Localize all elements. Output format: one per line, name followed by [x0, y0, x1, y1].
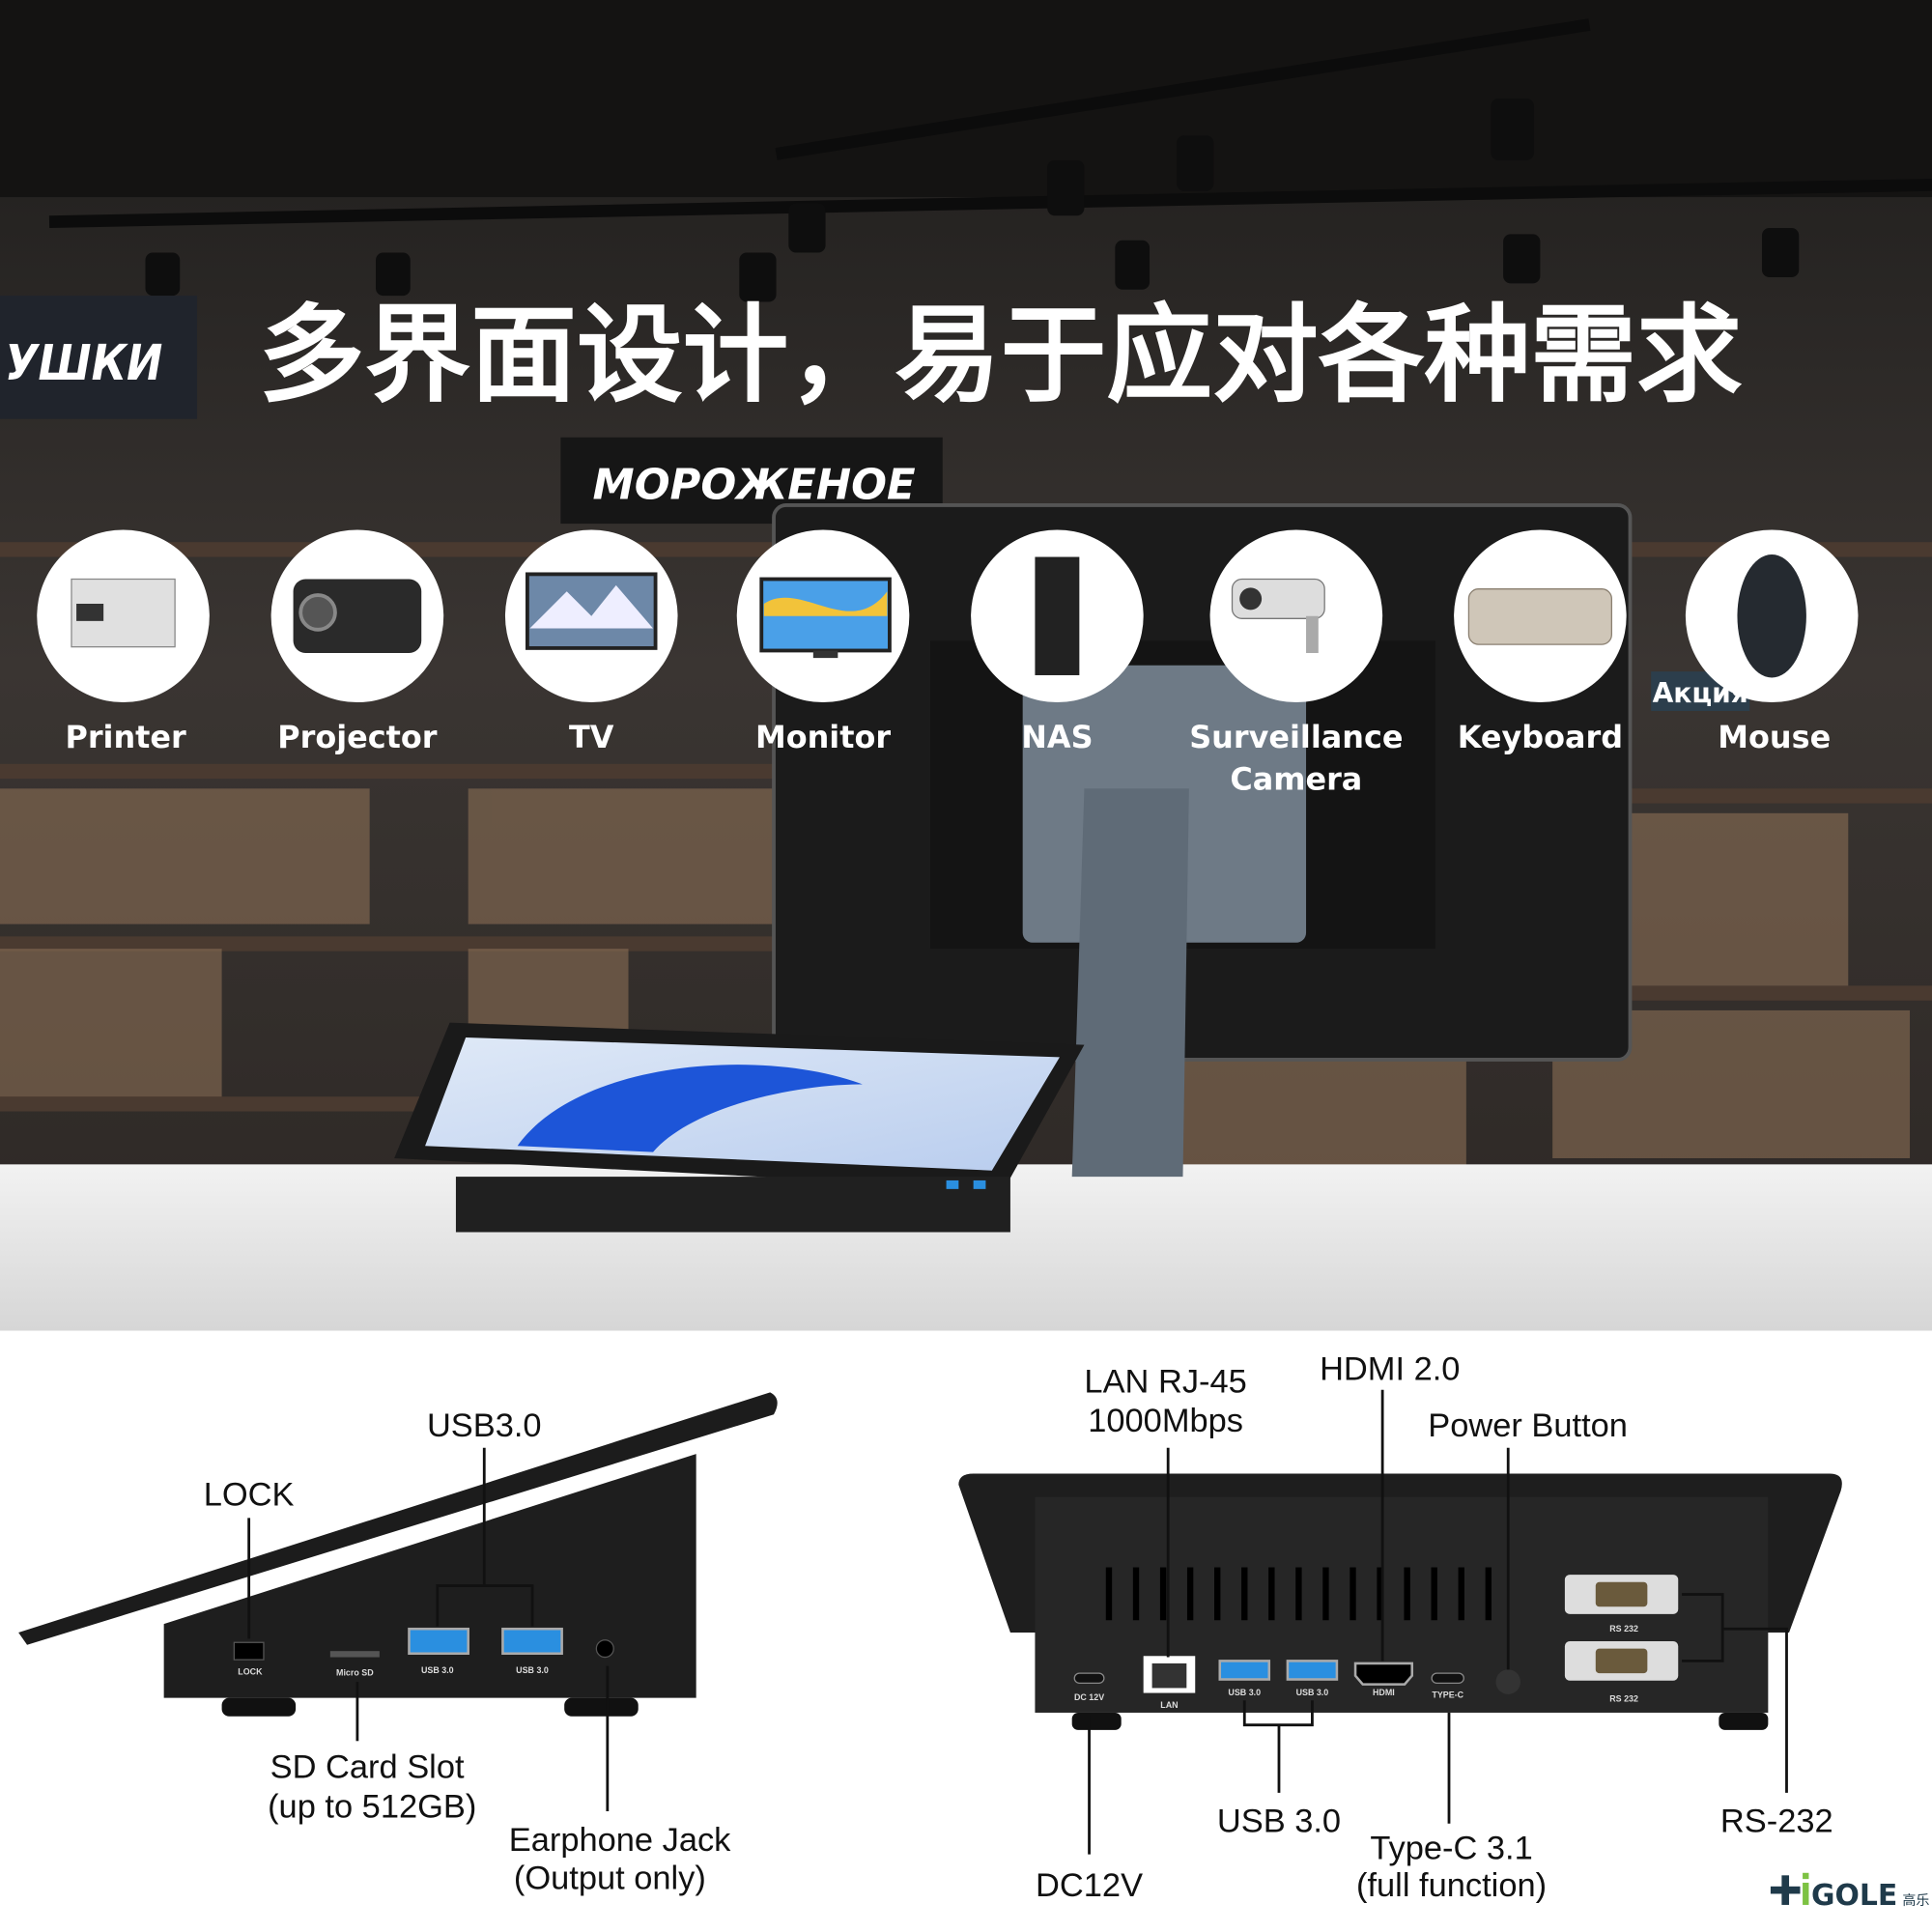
brand-logo-cn: 高乐 [1902, 1892, 1929, 1909]
dc-port [1073, 1672, 1105, 1684]
callout-lock: LOCK [204, 1477, 295, 1514]
callout-typec-note: (full function) [1356, 1867, 1547, 1904]
port-label: Micro SD [336, 1668, 374, 1678]
usb-port [1218, 1660, 1271, 1681]
device-nas: NAS [971, 529, 1144, 755]
port-label: LAN [1160, 1700, 1178, 1710]
callout-lan-speed: 1000Mbps [1088, 1403, 1243, 1439]
brand-logo: GOLE 高乐 [1770, 1872, 1929, 1913]
callout-usb: USB3.0 [427, 1407, 542, 1444]
store-sign-left: УШКИ [5, 335, 162, 392]
port-label: RS 232 [1609, 1624, 1638, 1634]
callout-typec: Type-C 3.1 [1370, 1831, 1532, 1867]
earphone-jack [595, 1639, 614, 1659]
device-label: Monitor [755, 719, 891, 755]
device-printer: Printer [37, 529, 210, 755]
usb-port [501, 1627, 563, 1656]
port-label: DC 12V [1074, 1692, 1104, 1702]
typec-port [1431, 1672, 1464, 1684]
callout-usb: USB 3.0 [1217, 1804, 1341, 1840]
callout-earphone-note: (Output only) [514, 1860, 706, 1896]
pos-terminal-photo [394, 1022, 1085, 1233]
callout-sd-card: SD Card Slot [270, 1749, 465, 1786]
usb-port [1286, 1660, 1339, 1681]
device-label: NAS [1021, 719, 1093, 755]
keyboard-icon [1467, 588, 1613, 645]
device-label: Projector [277, 719, 438, 755]
mouse-icon [1737, 554, 1806, 678]
callout-dc: DC12V [1036, 1867, 1143, 1904]
sd-card-slot [329, 1651, 380, 1658]
tv-icon [526, 572, 658, 650]
side-view-diagram: LOCK Micro SD USB 3.0 USB 3.0 LOCK USB3.… [18, 1392, 778, 1896]
store-sign-center: МОРОЖЕНОЕ [593, 462, 916, 510]
printer-icon [71, 578, 176, 648]
device-label: TV [569, 719, 614, 755]
callout-lan: LAN RJ-45 [1084, 1363, 1246, 1400]
camera-icon [1231, 578, 1325, 654]
port-label: TYPE-C [1432, 1690, 1463, 1700]
callout-rs232: RS-232 [1720, 1804, 1833, 1840]
hdmi-port [1353, 1662, 1414, 1686]
rear-view-diagram: DC 12V LAN USB 3.0 USB 3.0 HDMI TYPE-C R… [958, 1351, 1842, 1904]
nas-icon [1035, 556, 1080, 675]
port-label: HDMI [1373, 1688, 1395, 1697]
device-monitor: Monitor [736, 529, 910, 755]
device-label: Surveillance [1189, 719, 1403, 755]
device-label: Mouse [1718, 719, 1831, 755]
callout-hdmi: HDMI 2.0 [1320, 1351, 1460, 1388]
device-label-line2: Camera [1230, 761, 1362, 798]
device-label: Keyboard [1458, 719, 1623, 755]
port-label: LOCK [238, 1666, 263, 1676]
port-label: USB 3.0 [421, 1665, 454, 1675]
usb-port [408, 1627, 469, 1656]
port-label: USB 3.0 [1228, 1688, 1261, 1697]
device-label: Printer [65, 719, 186, 755]
device-row: Printer Projector TV Monitor NAS Surveil… [37, 529, 1859, 798]
lock-slot [233, 1641, 265, 1661]
svg-text:GOLE: GOLE [1811, 1879, 1897, 1913]
port-label: USB 3.0 [1296, 1688, 1329, 1697]
device-projector: Projector [270, 529, 444, 755]
callout-sd-card-capacity: (up to 512GB) [268, 1788, 476, 1825]
device-tv: TV [504, 529, 678, 755]
callout-earphone: Earphone Jack [509, 1822, 731, 1859]
callout-power-button: Power Button [1428, 1407, 1628, 1444]
monitor-icon [759, 577, 892, 659]
device-mouse: Mouse [1685, 529, 1859, 755]
power-button [1495, 1669, 1520, 1694]
port-label: RS 232 [1609, 1693, 1638, 1703]
device-keyboard: Keyboard [1454, 529, 1627, 755]
projector-icon [293, 579, 422, 654]
port-label: USB 3.0 [516, 1665, 549, 1675]
device-surveillance-camera: Surveillance Camera [1189, 529, 1403, 798]
headline: 多界面设计，易于应对各种需求 [259, 294, 1743, 417]
